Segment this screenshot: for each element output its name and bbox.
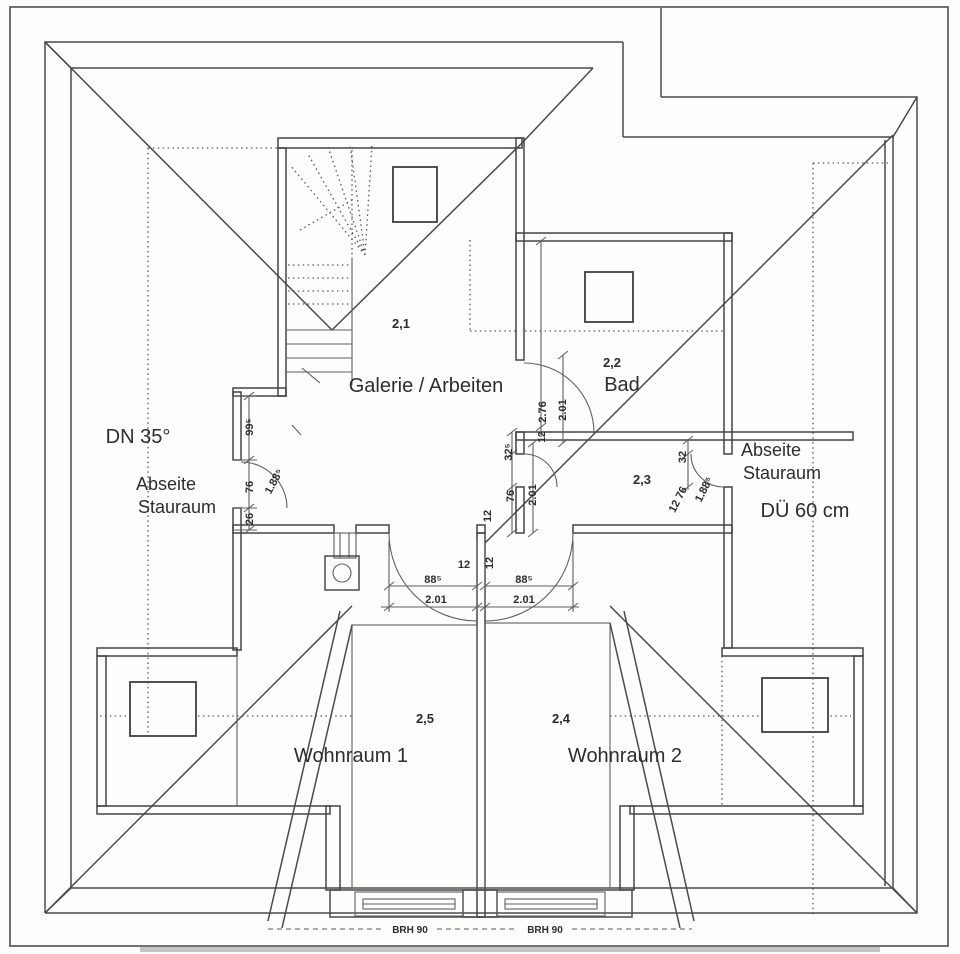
door-wohnraum2 [484,532,574,622]
room-number-21: 2,1 [392,316,410,331]
roof-overhang-label: DÜ 60 cm [761,500,850,522]
dimension-ticks [243,236,694,612]
door-abseite-right [690,453,725,488]
dim-left-76: 76 [244,481,256,493]
room-number-24: 2,4 [552,711,571,726]
dim-door1-885: 88⁵ [424,574,441,586]
abseite-right-label-2: Stauraum [743,463,821,483]
hip-top-left [44,41,333,331]
hip-bottom-left [44,605,353,914]
door-wohnraum1 [388,532,478,622]
dim-door2-885: 88⁵ [515,574,532,586]
roof-hip-lines [44,41,918,914]
window-bad [584,271,634,323]
staircase [286,143,373,385]
dormer-rooms [267,610,695,930]
dim-right-32: 32 [677,451,689,463]
dim-mid-201: 2.01 [527,484,539,505]
room-name-22: Bad [604,374,640,396]
dim-mid-325: 32⁵ [503,443,515,460]
dim-wall-12a: 12 [458,559,470,571]
window-south-left [354,891,464,917]
dim-left-995: 99⁵ [244,418,256,435]
window-south-right [496,891,606,917]
room-name-25: Wohnraum 1 [294,745,408,767]
dim-wall-12b: 12 [484,557,496,569]
room-number-22: 2,2 [603,355,621,370]
knee-wall-dotted-lines [100,147,890,916]
dormer-cheeks [267,610,695,929]
door-bad [523,362,595,434]
room-number-23: 2,3 [633,472,651,487]
abseite-left-label-1: Abseite [136,474,196,494]
valley-stair-tower [331,142,523,331]
room-name-24: Wohnraum 2 [568,745,682,767]
slope-mark [291,424,302,436]
abseite-right-label-1: Abseite [741,440,801,460]
door-room23-west [523,453,558,488]
dimension-lines [233,236,694,612]
drawing-frame [9,6,949,952]
room-name-21: Galerie / Arbeiten [349,375,504,397]
dim-door1-201: 2.01 [425,594,446,606]
sill-label-right: BRH 90 [527,925,563,936]
dim-door2-201: 2.01 [513,594,534,606]
dim-mid-76: 76 [505,490,517,502]
roof-pitch-label: DN 35° [106,426,171,448]
hip-bottom-right [609,605,918,914]
dim-left-26: 26 [244,513,256,525]
chimney [324,532,360,591]
dim-bad-276: 2.76 [537,401,549,422]
abseite-left-label-2: Stauraum [138,497,216,517]
room-number-25: 2,5 [416,711,434,726]
window-left [129,681,197,737]
sill-label-left: BRH 90 [392,925,428,936]
room-24-outline [484,622,611,889]
room-25-outline [351,624,478,889]
abseite-left-structure [96,647,341,891]
abseite-right-structure [619,647,864,891]
dim-bad-12: 12 [537,431,548,443]
hip-top-right [484,134,894,544]
window-right [761,677,829,733]
scan-edge-shadow [140,947,880,952]
dim-bad-201: 2.01 [557,399,569,420]
text-labels: DN 35° DÜ 60 cm Abseite Stauraum Abseite… [106,316,850,936]
dim-mid-12: 12 [482,510,494,522]
stair-window [392,166,438,223]
